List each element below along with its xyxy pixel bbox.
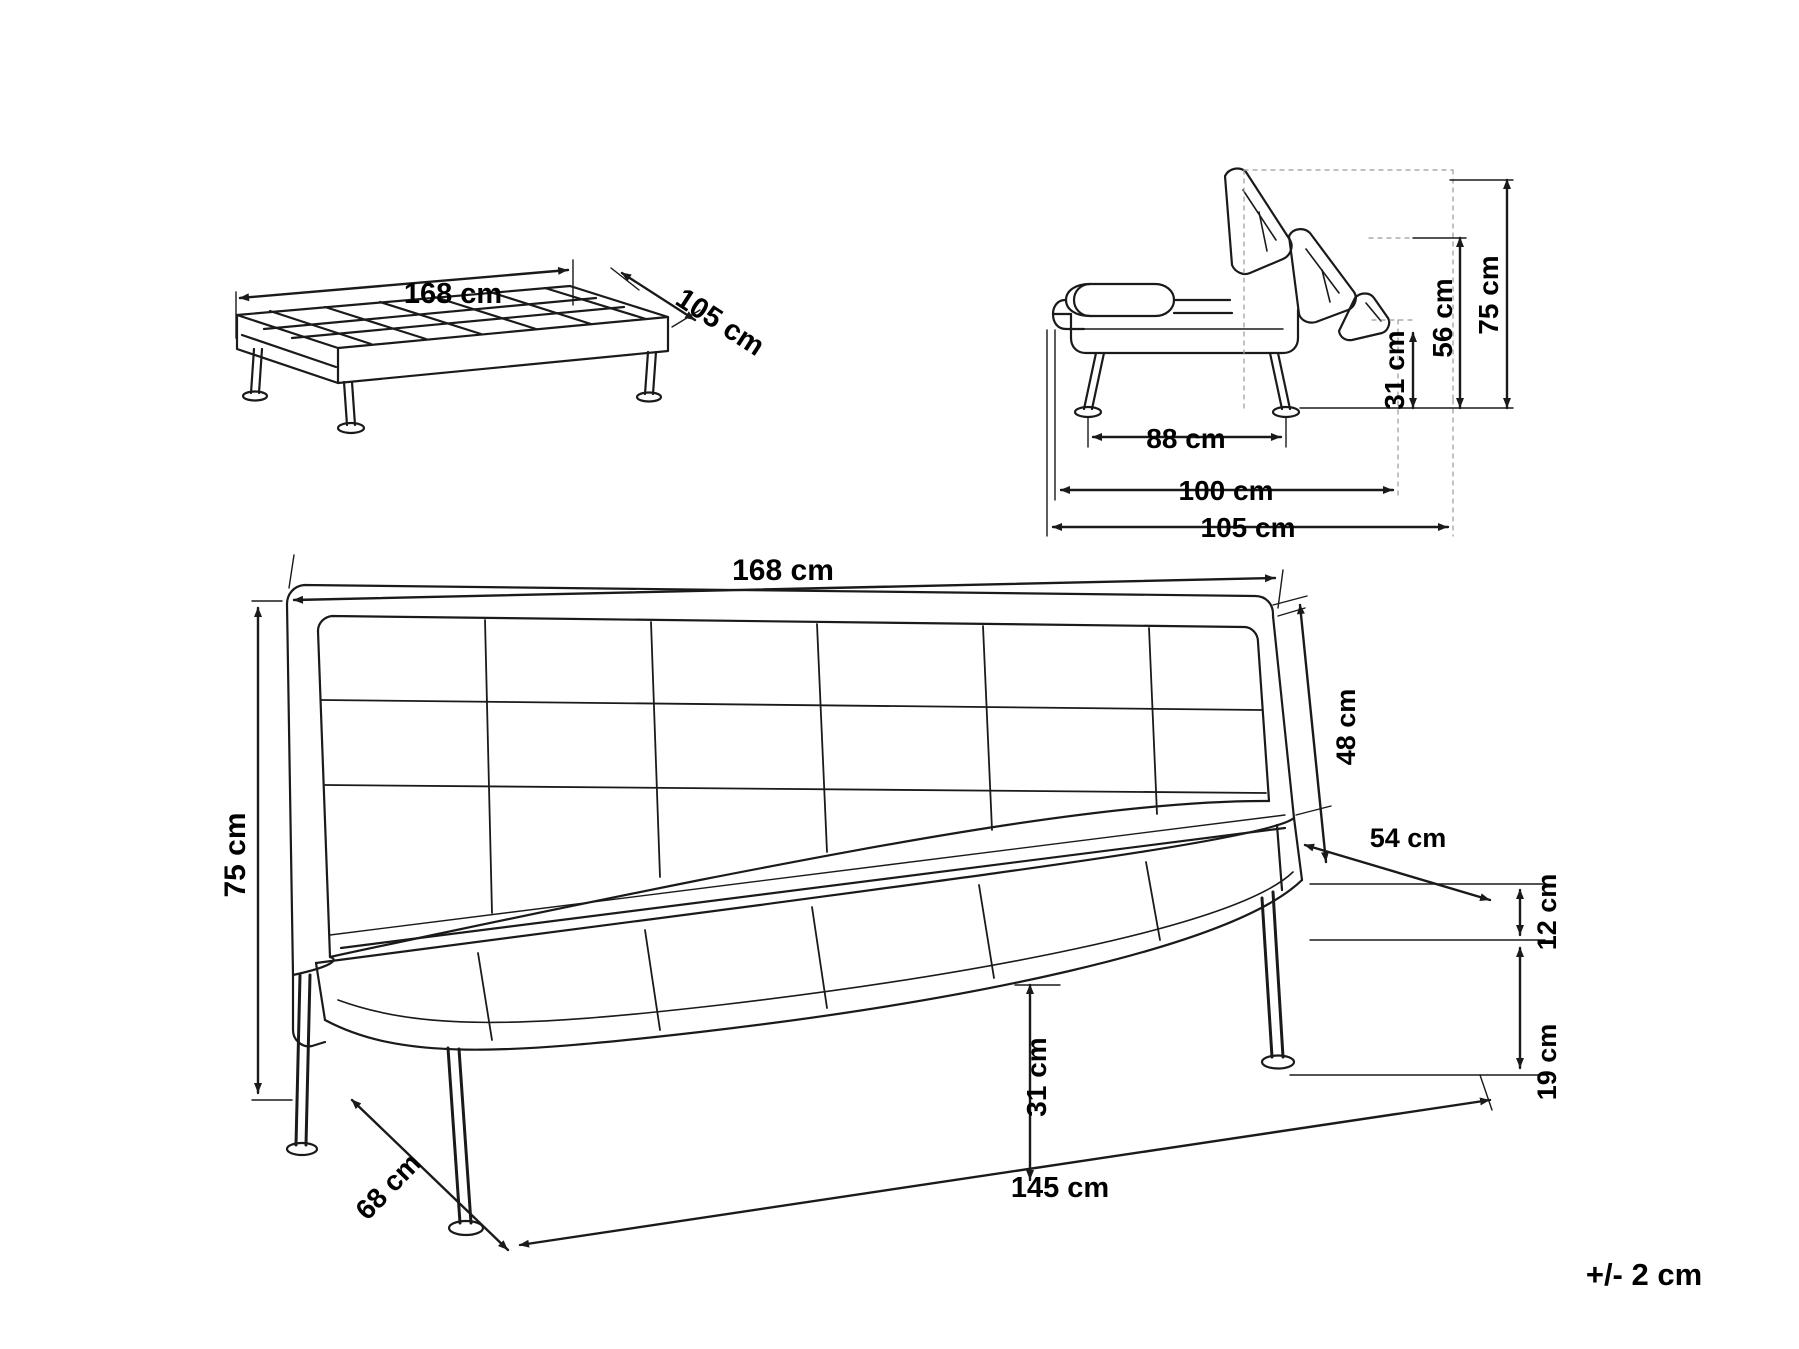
bed-depth-dimension [610,267,701,328]
label-main-seat-thickness: 12 cm [1532,874,1562,951]
label-main-height: 75 cm [219,812,252,897]
side-dimensions [1046,178,1514,537]
label-side-total-height: 75 cm [1473,255,1504,334]
label-side-open-width: 105 cm [1201,512,1296,543]
label-main-width: 168 cm [732,554,834,587]
label-main-seat-height: 31 cm [1021,1037,1052,1116]
bed-length-dimension [235,259,574,339]
tolerance-note: +/- 2 cm [1586,1257,1702,1292]
label-side-back-height: 56 cm [1427,278,1458,357]
label-main-inner-width: 145 cm [1011,1172,1109,1204]
label-main-backrest: 48 cm [1331,689,1361,766]
main-dimensions [251,554,1546,1252]
sofa-main-drawing [285,583,1304,1237]
bed-flat-drawing [235,284,670,435]
label-bed-length: 168 cm [404,278,502,310]
label-side-seat-width: 88 cm [1146,423,1225,454]
label-bed-depth: 105 cm [670,282,770,362]
label-main-depth: 68 cm [349,1147,426,1226]
label-main-leg-height: 19 cm [1532,1024,1562,1101]
side-profile-drawing [1051,167,1391,419]
label-main-seat-depth: 54 cm [1370,823,1447,853]
label-side-seat-height: 31 cm [1379,330,1410,409]
label-side-total-width: 100 cm [1179,475,1274,506]
dimension-labels: 168 cm 105 cm 88 cm 100 cm 105 cm 31 cm … [219,255,1702,1292]
